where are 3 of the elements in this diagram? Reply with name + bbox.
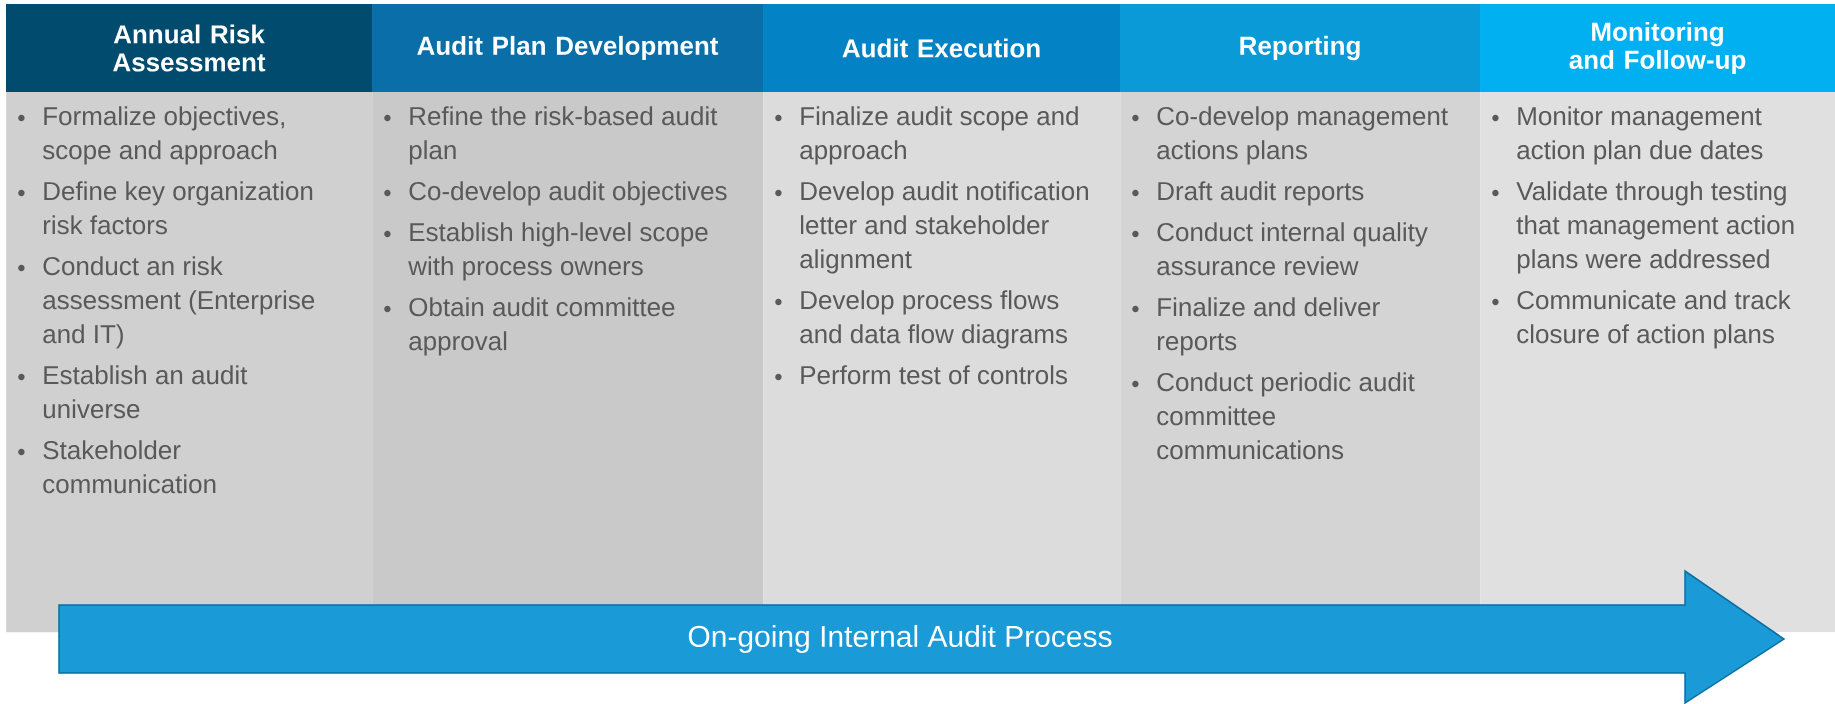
column-panel: Reporting Co-develop management actions plans Draft audit reports Conduct internal quality assurance review Finalize and deliver reports Conduct periodic audit committee communications [1120, 4, 1481, 633]
column-panel: Annual Risk Assessment Formalize objectives, scope and approach Define key organization risk factors Conduct an risk assessment (Enterprise and IT) Establish an audit universe Stakeholder communication [6, 4, 373, 633]
column-panel: Monitoring and Follow-up Monitor management action plan due dates Validate through testing that management action plans were addressed Communicate and track closure of action plans [1480, 4, 1835, 633]
